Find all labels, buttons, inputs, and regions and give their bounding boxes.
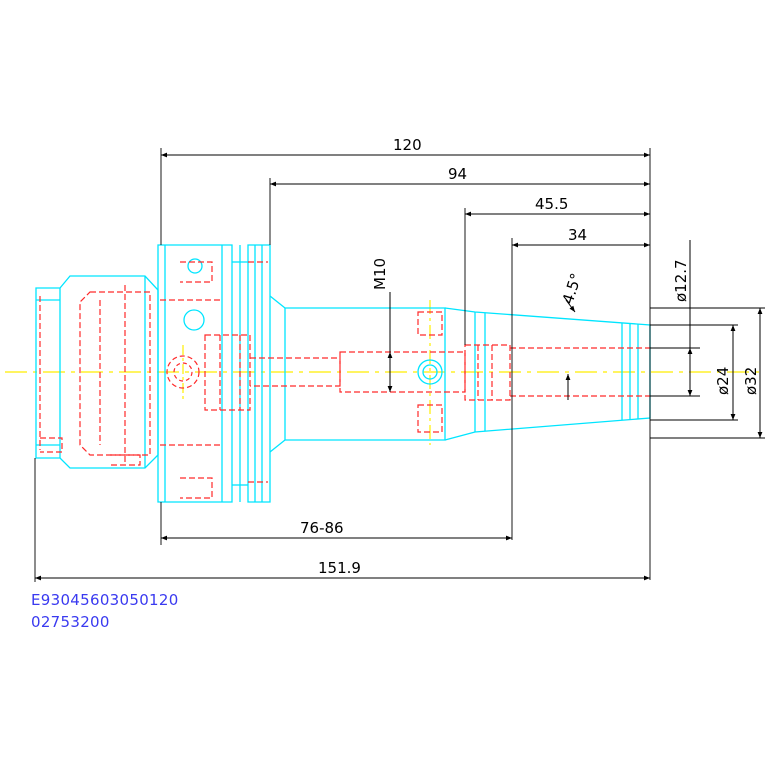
dim-120-label: 120	[393, 136, 422, 154]
dim-dia-24-label: ø24	[714, 367, 732, 395]
dim-151-9-label: 151.9	[318, 559, 361, 577]
dim-76-86-label: 76-86	[300, 519, 344, 537]
item-number-text: 02753200	[31, 613, 110, 631]
tool-holder-outline	[35, 244, 651, 503]
hidden-circles	[166, 355, 200, 389]
dim-angle-label: 4.5°	[559, 271, 586, 306]
dim-dia-32-label: ø32	[742, 367, 760, 395]
dim-45-5-label: 45.5	[535, 195, 568, 213]
center-line	[5, 300, 762, 445]
hidden-lines	[39, 261, 650, 499]
dim-m10-label: M10	[371, 258, 389, 290]
extension-lines	[34, 148, 765, 582]
dim-94-label: 94	[448, 165, 467, 183]
dim-dia-12-7-label: ø12.7	[672, 259, 690, 302]
dim-34-label: 34	[568, 226, 587, 244]
order-number-text: E93045603050120	[31, 591, 179, 609]
dimension-lines	[35, 152, 763, 581]
